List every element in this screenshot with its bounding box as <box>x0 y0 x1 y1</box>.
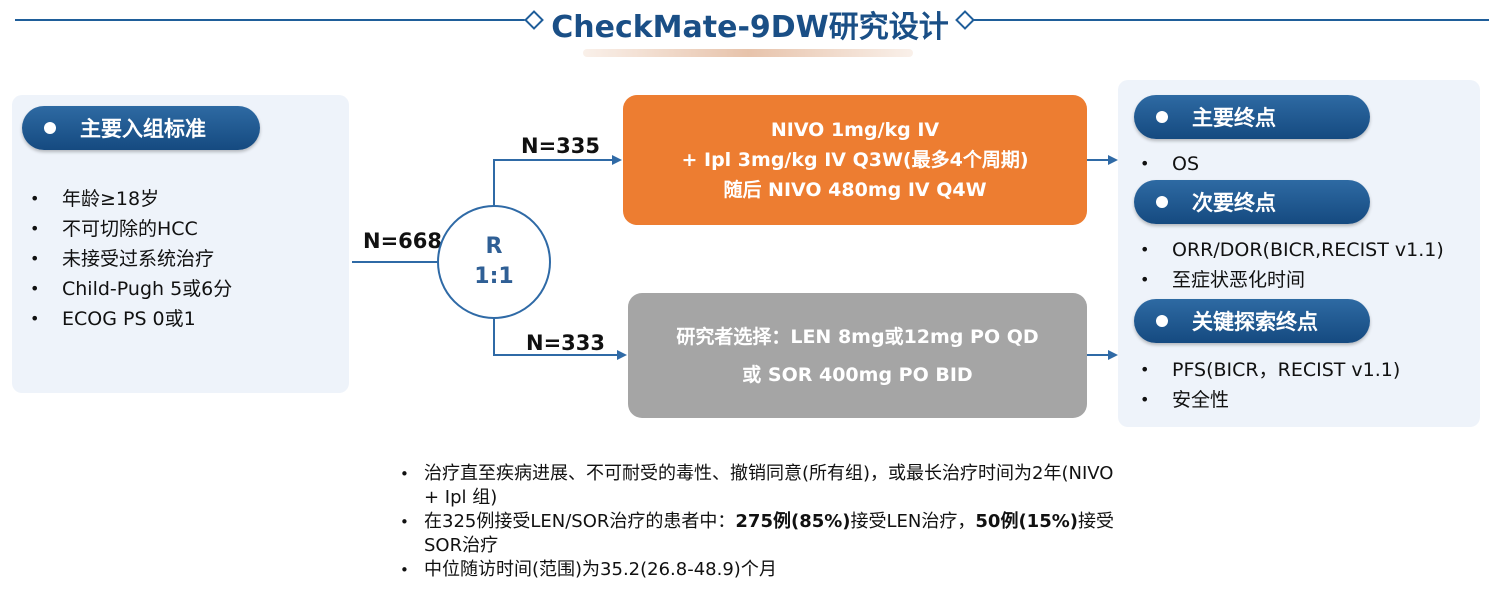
bullet-dot-icon <box>44 122 56 134</box>
inclusion-item: ECOG PS 0或1 <box>24 304 344 334</box>
sor-count: 50例(15%) <box>975 511 1078 532</box>
study-note: 治疗直至疾病进展、不可耐受的毒性、撤销同意(所有组)，或最长治疗时间为2年(NI… <box>398 462 1118 510</box>
bullet-dot-icon <box>1156 315 1168 327</box>
inclusion-item: 年龄≥18岁 <box>24 184 344 214</box>
arm-a-line1: NIVO 1mg/kg IV <box>770 119 940 141</box>
exploratory-endpoint-item: 安全性 <box>1134 385 1479 415</box>
arm-b-connector <box>493 319 627 360</box>
arm-b-line2: 或 SOR 400mg PO BID <box>742 363 973 386</box>
secondary-endpoint-list: ORR/DOR(BICR,RECIST v1.1) 至症状恶化时间 <box>1134 235 1479 295</box>
exploratory-endpoint-item: PFS(BICR，RECIST v1.1) <box>1134 355 1479 385</box>
primary-endpoint-item: OS <box>1134 149 1474 179</box>
exploratory-endpoint-list: PFS(BICR，RECIST v1.1) 安全性 <box>1134 355 1479 415</box>
title-rule-right <box>974 19 1489 21</box>
study-note: 中位随访时间(范围)为35.2(26.8-48.9)个月 <box>398 558 1118 582</box>
study-note-text: 接受SOR治疗 <box>424 511 1114 556</box>
total-n-label: N=668 <box>363 229 443 253</box>
bullet-dot-icon <box>1156 111 1168 123</box>
secondary-endpoint-item: 至症状恶化时间 <box>1134 265 1479 295</box>
primary-endpoint-pill: 主要终点 <box>1134 95 1370 139</box>
inclusion-item: 不可切除的HCC <box>24 214 344 244</box>
arm-b-box: 研究者选择：LEN 8mg或12mg PO QD 或 SOR 400mg PO … <box>628 293 1087 418</box>
primary-endpoint-list: OS <box>1134 149 1474 179</box>
arm-b-line1: 研究者选择：LEN 8mg或12mg PO QD <box>676 325 1039 348</box>
arm-a-n-label: N=335 <box>521 134 601 158</box>
study-note-text: 中位随访时间(范围)为35.2(26.8-48.9)个月 <box>424 559 777 580</box>
bullet-dot-icon <box>1156 196 1168 208</box>
inclusion-item: 未接受过系统治疗 <box>24 244 344 274</box>
exploratory-endpoint-heading: 关键探索终点 <box>1192 310 1318 334</box>
randomization-ratio: 1:1 <box>474 264 514 289</box>
page-title: CheckMate-9DW研究设计 <box>551 10 949 45</box>
title-rule-left <box>15 19 525 21</box>
title-underline <box>583 49 913 57</box>
study-note-text: 接受LEN治疗， <box>850 511 976 532</box>
arm-b-n-label: N=333 <box>526 331 606 355</box>
arm-a-line3: 随后 NIVO 480mg IV Q4W <box>723 179 987 201</box>
primary-endpoint-heading: 主要终点 <box>1192 106 1276 130</box>
study-note: 在325例接受LEN/SOR治疗的患者中：275例(85%)接受LEN治疗，50… <box>398 510 1118 558</box>
secondary-endpoint-pill: 次要终点 <box>1134 180 1370 224</box>
arm-a-line2: + Ipl 3mg/kg IV Q3W(最多4个周期) <box>681 149 1029 171</box>
study-notes: 治疗直至疾病进展、不可耐受的毒性、撤销同意(所有组)，或最长治疗时间为2年(NI… <box>398 462 1118 582</box>
inclusion-list: 年龄≥18岁 不可切除的HCC 未接受过系统治疗 Child-Pugh 5或6分… <box>24 184 344 334</box>
arm-a-connector <box>493 155 622 205</box>
study-note-text: 治疗直至疾病进展、不可耐受的毒性、撤销同意(所有组)，或最长治疗时间为2年(NI… <box>424 463 1114 508</box>
randomization-circle: R 1:1 <box>437 205 551 319</box>
randomization-label: R <box>485 234 503 259</box>
len-count: 275例(85%) <box>735 511 851 532</box>
inclusion-heading-pill: 主要入组标准 <box>22 106 260 150</box>
secondary-endpoint-heading: 次要终点 <box>1192 191 1276 215</box>
inclusion-heading: 主要入组标准 <box>80 117 206 141</box>
inclusion-item: Child-Pugh 5或6分 <box>24 274 344 304</box>
secondary-endpoint-item: ORR/DOR(BICR,RECIST v1.1) <box>1134 235 1479 265</box>
arm-a-box: NIVO 1mg/kg IV + Ipl 3mg/kg IV Q3W(最多4个周… <box>623 95 1087 225</box>
study-note-text: 在325例接受LEN/SOR治疗的患者中： <box>424 511 736 532</box>
exploratory-endpoint-pill: 关键探索终点 <box>1134 299 1370 343</box>
